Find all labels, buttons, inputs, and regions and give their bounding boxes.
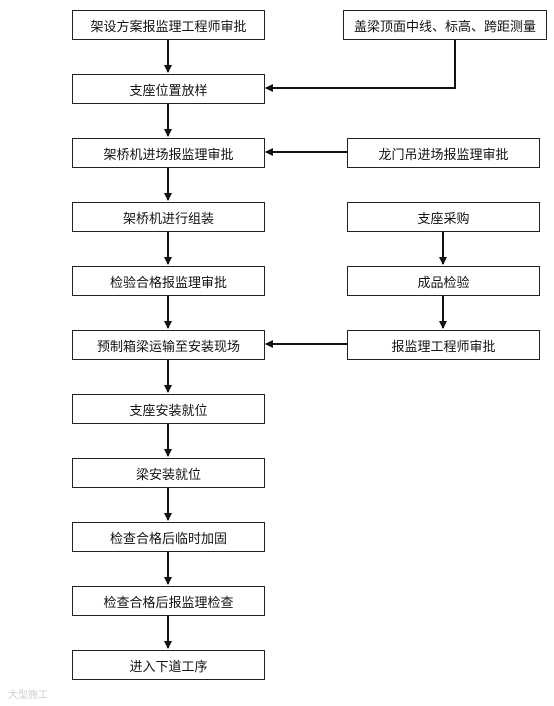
step-assembly-approval: 检验合格报监理审批 — [72, 266, 265, 296]
arrow-survey-to-layout — [265, 40, 456, 92]
step-bearing-installation: 支座安装就位 — [72, 394, 265, 424]
step-temporary-bracing: 检查合格后临时加固 — [72, 522, 265, 552]
step-next-process: 进入下道工序 — [72, 650, 265, 680]
watermark: 大型施工 — [8, 690, 48, 701]
step-cap-beam-survey: 盖梁顶面中线、标高、跨距测量 — [343, 10, 547, 40]
step-scheme-approval: 架设方案报监理工程师审批 — [72, 10, 265, 40]
step-machine-assembly: 架桥机进行组装 — [72, 202, 265, 232]
step-engineer-approval: 报监理工程师审批 — [347, 330, 540, 360]
step-final-inspection: 检查合格后报监理检查 — [72, 586, 265, 616]
step-product-inspection: 成品检验 — [347, 266, 540, 296]
step-bearing-purchase: 支座采购 — [347, 202, 540, 232]
step-bridge-machine-entry: 架桥机进场报监理审批 — [72, 138, 265, 168]
horizontal-arrows — [265, 40, 456, 348]
step-bearing-layout: 支座位置放样 — [72, 74, 265, 104]
step-girder-installation: 梁安装就位 — [72, 458, 265, 488]
step-gantry-crane-entry: 龙门吊进场报监理审批 — [347, 138, 540, 168]
step-girder-transport: 预制箱梁运输至安装现场 — [72, 330, 265, 360]
